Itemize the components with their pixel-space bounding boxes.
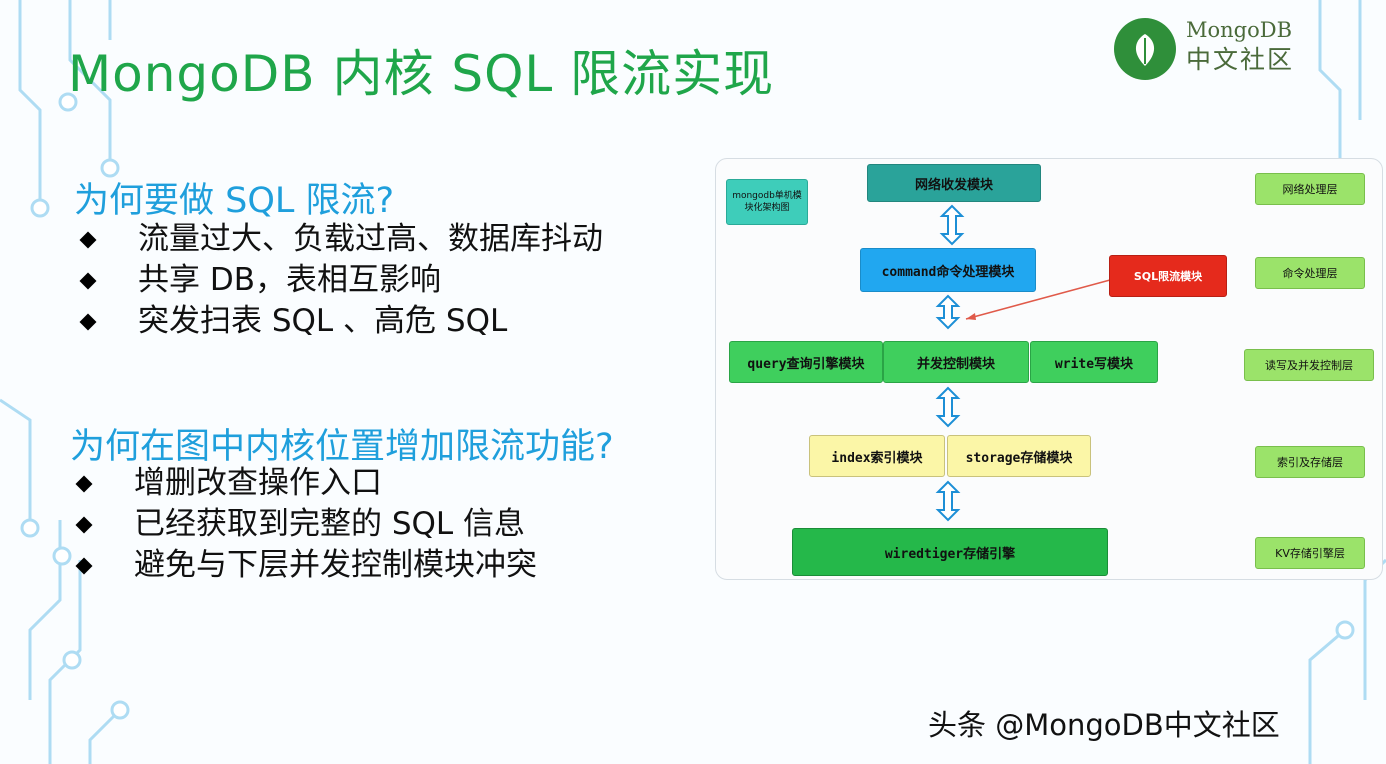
list-item: 已经获取到完整的 SQL 信息 bbox=[68, 504, 537, 545]
query-module: query查询引擎模块 bbox=[729, 341, 883, 383]
bullet-text: 已经获取到完整的 SQL 信息 bbox=[134, 506, 526, 542]
list-item: 流量过大、负载过高、数据库抖动 bbox=[72, 219, 603, 260]
network-module: 网络收发模块 bbox=[867, 164, 1041, 202]
write-module: write写模块 bbox=[1030, 341, 1158, 383]
bullet-text: 避免与下层并发控制模块冲突 bbox=[134, 547, 537, 583]
slide-title: MongoDB 内核 SQL 限流实现 bbox=[68, 45, 775, 103]
storage-module: storage存储模块 bbox=[947, 435, 1091, 477]
double-arrow-icon bbox=[935, 480, 961, 522]
logo-text: MongoDB 中文社区 bbox=[1186, 16, 1294, 76]
index-module: index索引模块 bbox=[809, 435, 945, 477]
diamond-bullet-icon bbox=[79, 272, 97, 290]
diamond-bullet-icon bbox=[75, 475, 93, 493]
logo-line2: 中文社区 bbox=[1186, 45, 1295, 74]
diamond-bullet-icon bbox=[75, 516, 93, 534]
logo-line1: MongoDB bbox=[1186, 18, 1293, 42]
section2-heading: 为何在图中内核位置增加限流功能? bbox=[70, 427, 614, 467]
double-arrow-icon bbox=[935, 294, 961, 330]
diamond-bullet-icon bbox=[79, 231, 97, 249]
diagram-tag: mongodb单机模块化架构图 bbox=[726, 179, 808, 225]
diamond-bullet-icon bbox=[79, 313, 97, 331]
limiter-arrow bbox=[965, 279, 1111, 320]
layer-label: 命令处理层 bbox=[1255, 257, 1365, 289]
bullet-text: 流量过大、负载过高、数据库抖动 bbox=[138, 221, 603, 257]
bullet-text: 共享 DB，表相互影响 bbox=[138, 262, 441, 298]
bullet-text: 突发扫表 SQL 、高危 SQL bbox=[138, 303, 508, 339]
architecture-diagram: mongodb单机模块化架构图 网络收发模块 command命令处理模块 SQL… bbox=[715, 158, 1383, 580]
layer-label: KV存储引擎层 bbox=[1255, 537, 1365, 569]
bullet-text: 增删改查操作入口 bbox=[134, 465, 382, 501]
section1-list: 流量过大、负载过高、数据库抖动 共享 DB，表相互影响 突发扫表 SQL 、高危… bbox=[72, 219, 603, 342]
double-arrow-icons bbox=[935, 204, 965, 522]
layer-label: 网络处理层 bbox=[1255, 173, 1365, 205]
list-item: 增删改查操作入口 bbox=[68, 463, 537, 504]
list-item: 共享 DB，表相互影响 bbox=[72, 260, 603, 301]
layer-label: 索引及存储层 bbox=[1255, 446, 1365, 478]
section1-heading: 为何要做 SQL 限流? bbox=[74, 181, 395, 221]
logo-emblem bbox=[1114, 18, 1176, 80]
double-arrow-icon bbox=[935, 386, 961, 428]
arrowhead-icon bbox=[966, 313, 976, 320]
logo: MongoDB 中文社区 bbox=[1114, 16, 1294, 82]
list-item: 避免与下层并发控制模块冲突 bbox=[68, 545, 537, 586]
double-arrow-icon bbox=[939, 204, 965, 246]
command-module: command命令处理模块 bbox=[860, 248, 1036, 292]
leaf-icon bbox=[1135, 34, 1155, 66]
section2-list: 增删改查操作入口 已经获取到完整的 SQL 信息 避免与下层并发控制模块冲突 bbox=[68, 463, 537, 586]
diagram-arrows bbox=[935, 204, 1111, 522]
wiredtiger-engine: wiredtiger存储引擎 bbox=[792, 528, 1108, 576]
limiter-module: SQL限流模块 bbox=[1109, 255, 1227, 297]
layer-label: 读写及并发控制层 bbox=[1244, 349, 1374, 381]
concurrency-module: 并发控制模块 bbox=[883, 341, 1029, 383]
diamond-bullet-icon bbox=[75, 557, 93, 575]
list-item: 突发扫表 SQL 、高危 SQL bbox=[72, 301, 603, 342]
watermark: 头条 @MongoDB中文社区 bbox=[928, 708, 1280, 742]
